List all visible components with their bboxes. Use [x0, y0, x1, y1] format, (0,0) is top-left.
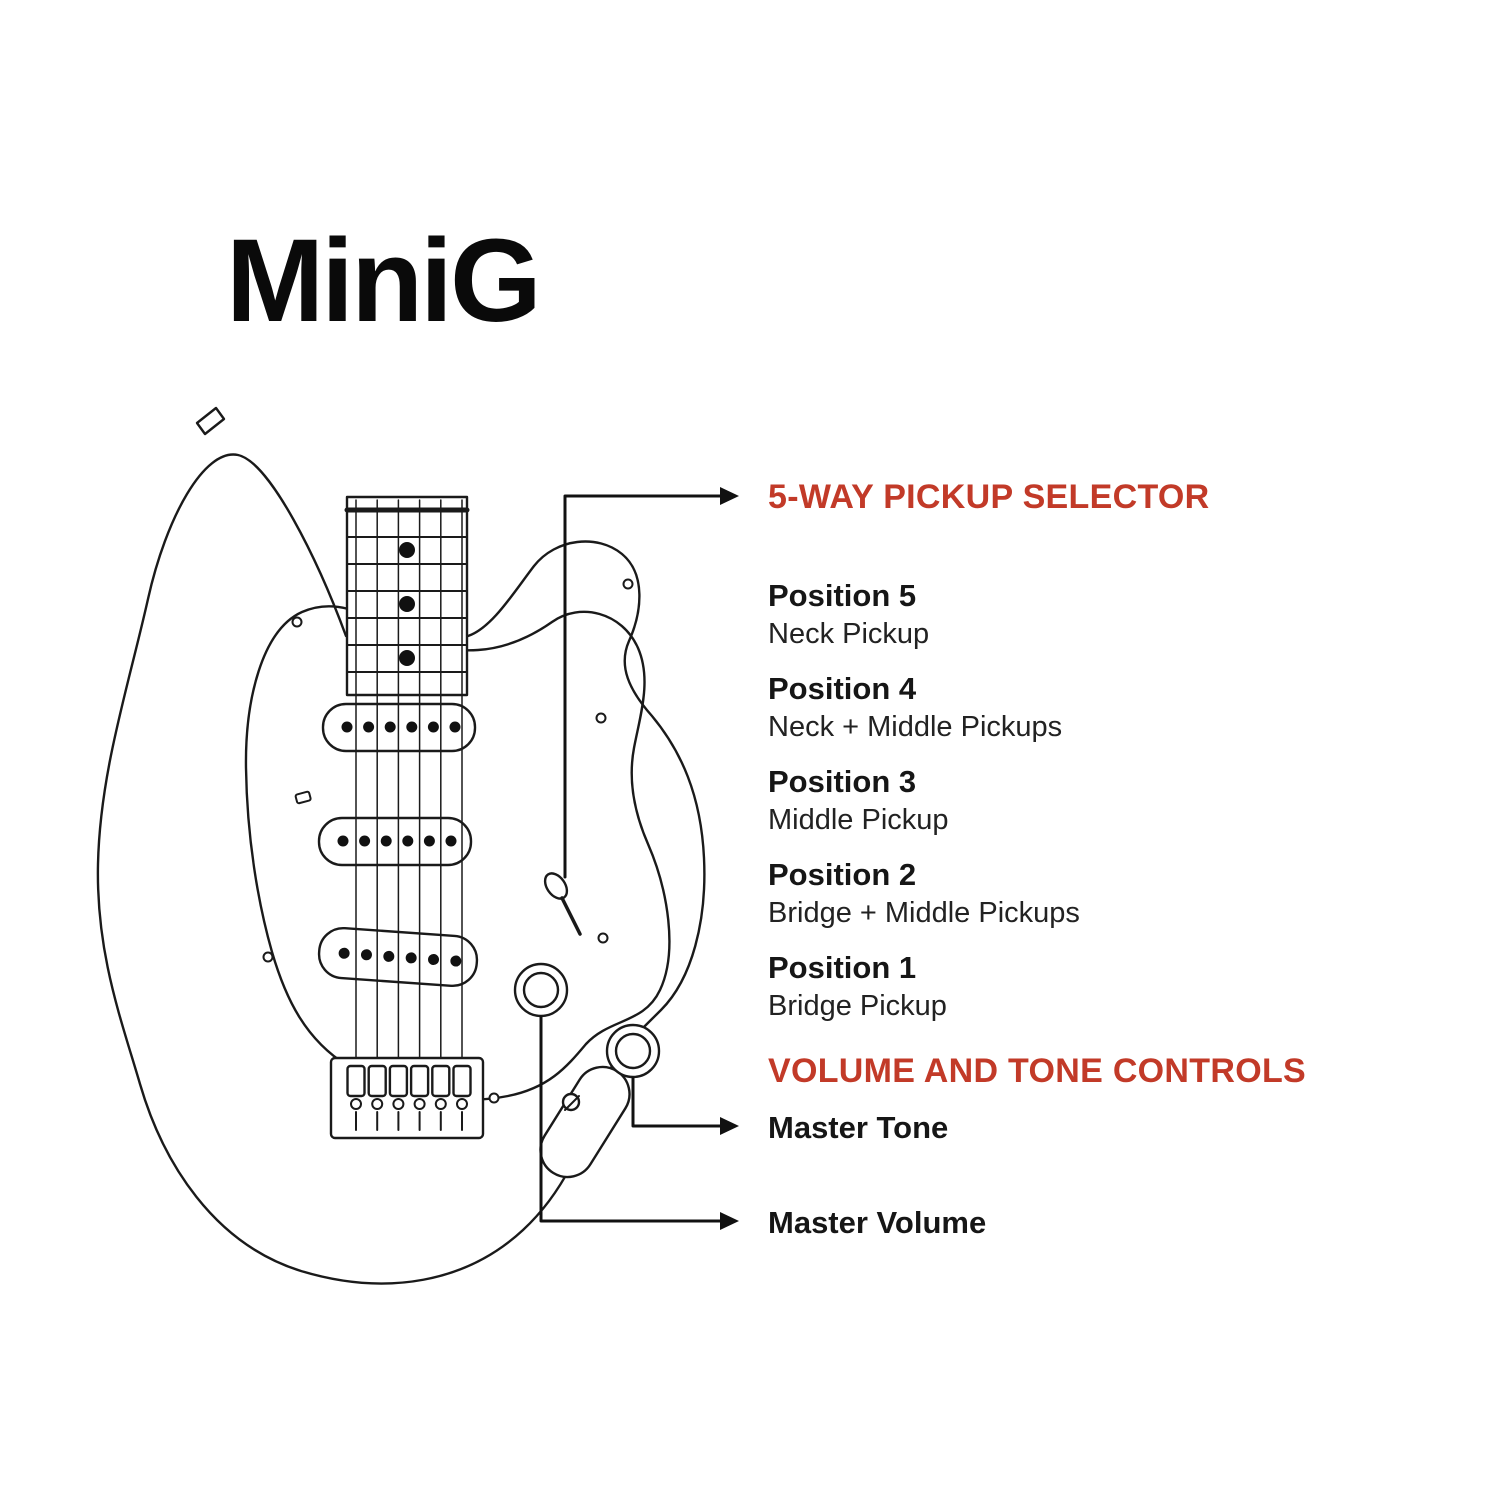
volume-callout-arrow	[539, 1015, 739, 1230]
callout-arrows	[539, 487, 739, 1230]
bridge-assembly	[329, 1056, 485, 1140]
page-title: MiniG	[226, 215, 542, 347]
position-5-desc: Neck Pickup	[768, 618, 930, 650]
position-1-desc: Bridge Pickup	[768, 990, 947, 1022]
pickguard	[244, 605, 671, 1101]
arrowhead-icon	[720, 1212, 739, 1230]
output-jack	[539, 1065, 631, 1179]
selector-callout-arrow	[563, 487, 739, 879]
fret-lines	[346, 536, 468, 673]
selector-switch	[543, 872, 582, 936]
fret-dots	[399, 542, 415, 666]
strings	[355, 499, 463, 1067]
selector-heading: 5-WAY PICKUP SELECTOR	[768, 478, 1210, 516]
neck-fretboard	[344, 495, 470, 697]
arrowhead-icon	[720, 1117, 739, 1135]
position-2-desc: Bridge + Middle Pickups	[768, 897, 1080, 929]
master-tone-label: Master Tone	[768, 1110, 949, 1145]
position-5-label: Position 5	[768, 578, 917, 613]
position-3-desc: Middle Pickup	[768, 804, 949, 836]
position-1-label: Position 1	[768, 950, 917, 985]
controls-heading: VOLUME AND TONE CONTROLS	[768, 1052, 1306, 1090]
tone-callout-arrow	[631, 1076, 739, 1135]
volume-knob	[513, 962, 569, 1018]
pickguard-screws	[262, 578, 634, 1104]
middle-pickup	[317, 816, 473, 867]
position-2-label: Position 2	[768, 857, 917, 892]
strap-button	[195, 406, 226, 436]
arrowhead-icon	[720, 487, 739, 505]
master-volume-label: Master Volume	[768, 1205, 987, 1240]
position-3-label: Position 3	[768, 764, 917, 799]
position-4-desc: Neck + Middle Pickups	[768, 711, 1063, 743]
tone-knob	[605, 1023, 661, 1079]
position-4-label: Position 4	[768, 671, 917, 706]
